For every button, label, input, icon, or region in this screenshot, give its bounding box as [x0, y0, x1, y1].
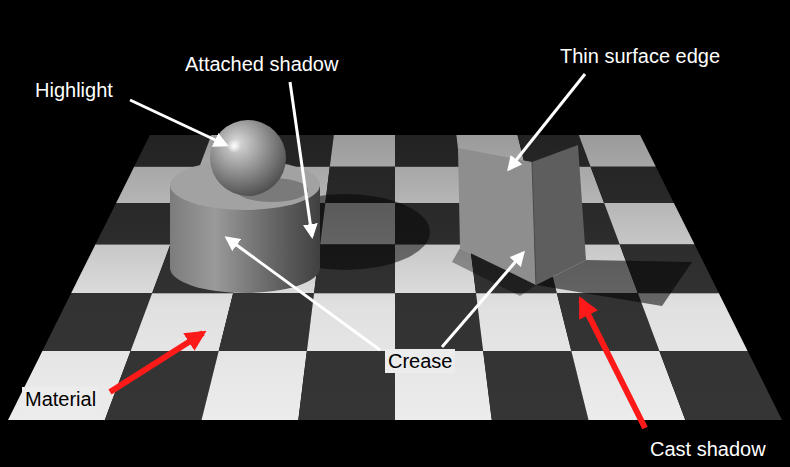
leader-arrow	[227, 238, 380, 350]
leader-arrow	[130, 100, 226, 145]
crease-edge	[532, 162, 536, 285]
callout-label: Highlight	[35, 78, 113, 102]
checkerboard-floor	[8, 135, 782, 420]
callout-label: Material	[22, 387, 99, 411]
callout-label: Crease	[385, 349, 455, 373]
floor-shading	[8, 135, 782, 420]
specular-highlight	[227, 139, 241, 153]
sphere	[210, 120, 286, 196]
leader-arrow	[442, 253, 523, 347]
callout-label: Thin surface edge	[560, 44, 720, 68]
right-panel	[532, 145, 586, 285]
leader-arrow	[290, 82, 312, 236]
leader-arrow	[509, 74, 585, 169]
callout-label: Cast shadow	[650, 437, 766, 461]
red-arrow	[110, 333, 203, 392]
left-panel	[458, 148, 536, 285]
red-arrow	[581, 300, 645, 428]
callout-label: Attached shadow	[185, 52, 338, 76]
